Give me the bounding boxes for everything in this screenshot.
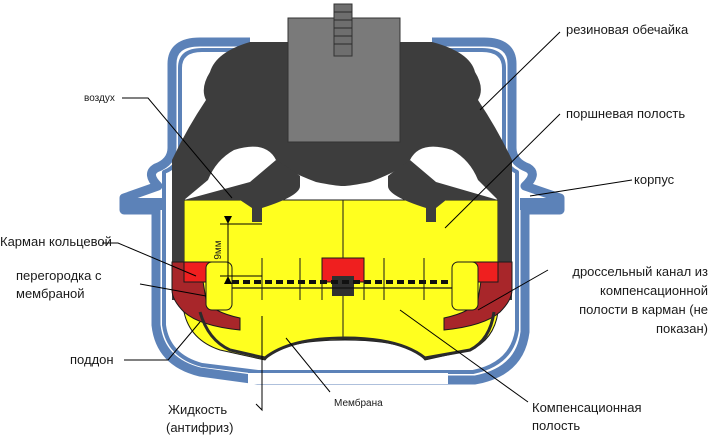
label-throttle-line3: полости в карман (не [579,302,708,317]
stud-assembly [287,3,401,143]
label-air: воздух [84,93,115,104]
leader-lines [102,31,633,412]
bolt-threads [334,11,352,45]
stud-bolt [333,3,353,57]
label-piston-cavity: поршневая полость [566,106,685,121]
rubber-shell [172,42,512,300]
leader-ring-pocket [102,242,197,277]
leader-fluid [255,316,263,412]
gap-label: 9мм [213,240,224,259]
rubber-left-lip [184,160,300,222]
label-fluid-line2: (антифриз) [166,420,233,435]
throttle-channel-left [205,261,233,311]
partition-ribs [261,258,425,300]
bottom-slot [248,370,448,384]
pan-membrane [198,311,496,360]
label-throttle-line1: дроссельный канал из [572,264,708,279]
throttle-channel-right [451,261,479,311]
label-throttle-line2: компенсационной [600,283,708,298]
housing-flange-right [520,198,560,210]
label-ring-pocket: Карман кольцевой [0,234,112,249]
label-throttle-line4: показан) [656,321,708,336]
leader-partition [139,283,207,297]
leader-housing [529,179,633,197]
rubber-right-lip [388,160,498,222]
label-partition-line1: перегородка с [16,268,102,283]
leader-pan [124,321,201,361]
labels: резиновая обечайка воздух поршневая поло… [0,22,708,435]
label-pan: поддон [70,352,114,367]
leader-piston [444,113,561,229]
membrane-core [332,276,354,296]
gap-indicator [220,216,262,284]
label-membrane: Мембрана [334,397,383,409]
leader-comp [399,309,529,403]
label-partition-line2: мембраной [16,286,85,301]
label-comp-line1: Компенсационная [532,400,641,415]
label-rubber-shell: резиновая обечайка [566,22,689,37]
bottom-slot-edge [248,370,448,373]
leader-throttle [477,269,549,311]
leader-membrane [285,337,331,393]
label-comp-line2: полость [532,418,580,433]
leader-rubber-shell [479,31,561,111]
label-fluid-line1: Жидкость [168,402,227,417]
housing-flange-left [124,198,164,210]
leader-air [122,97,233,199]
label-housing: корпус [634,172,675,187]
rubber-body [172,42,512,300]
